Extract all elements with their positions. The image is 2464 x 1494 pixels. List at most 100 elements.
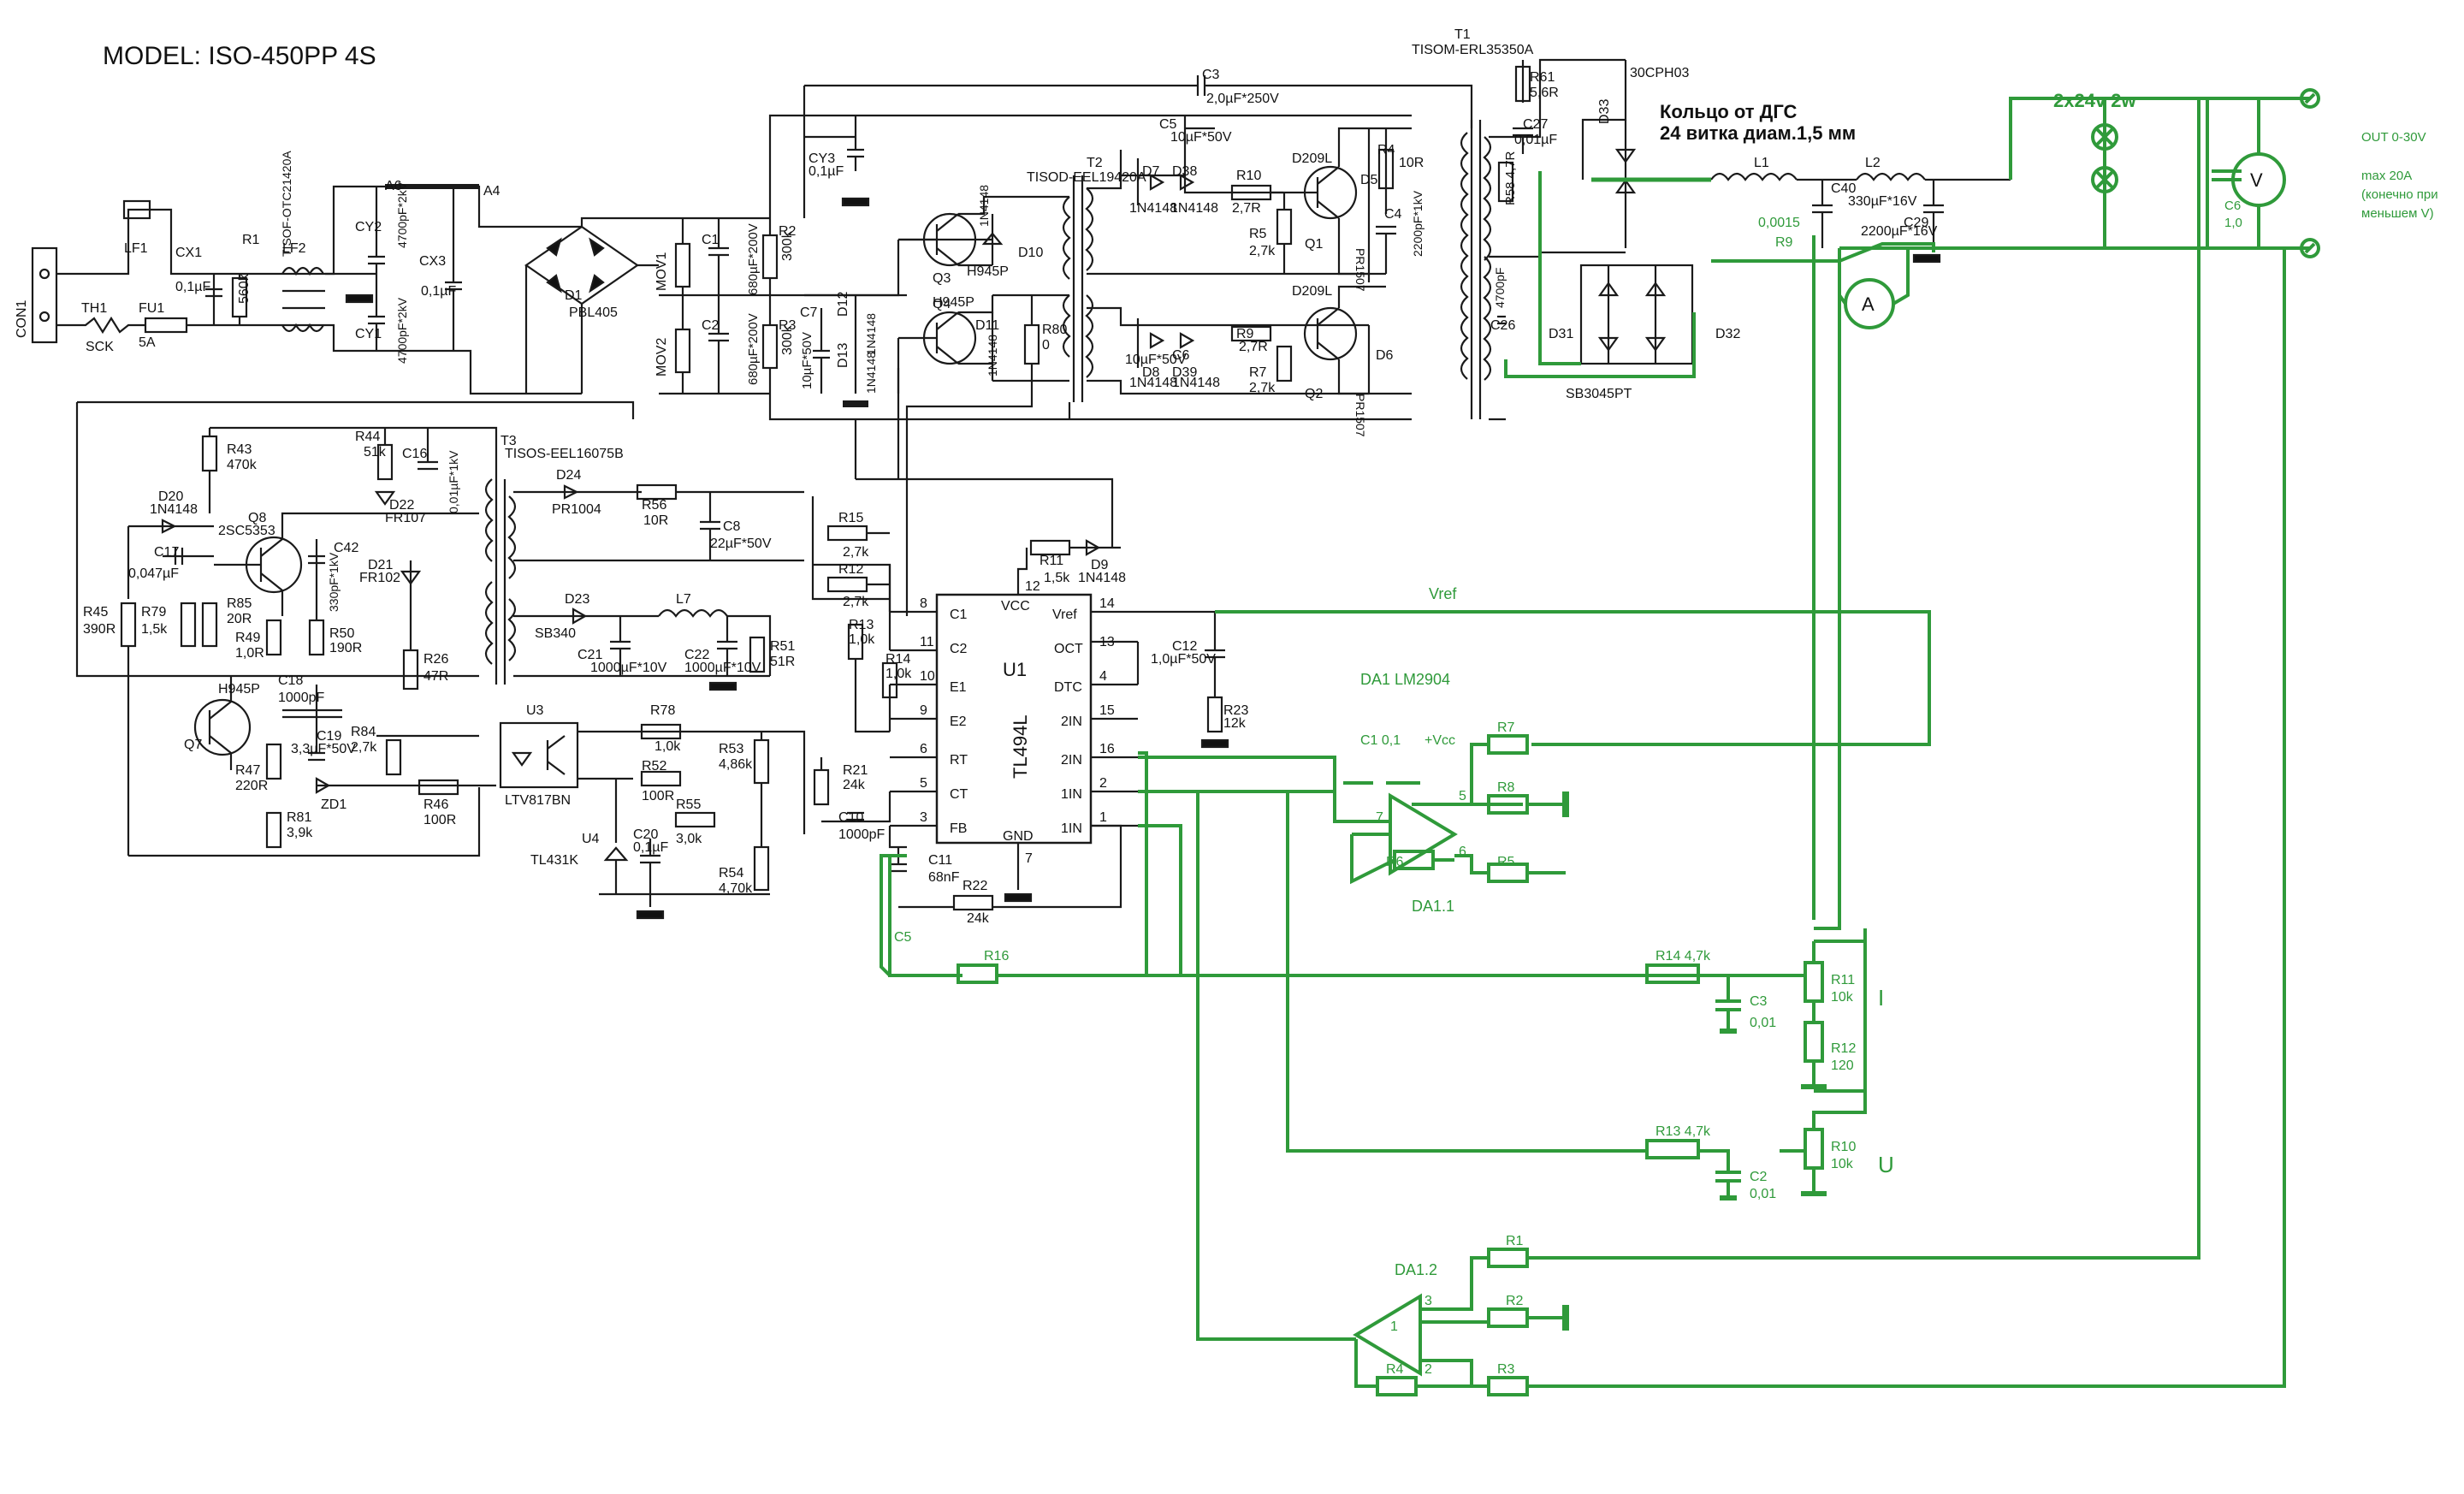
label-c18v: 1000pF [278, 691, 324, 705]
pin-p16: 16 [1099, 742, 1115, 756]
u-label: U [1878, 1152, 1894, 1177]
label-r7bv: 2,7k [1249, 381, 1276, 395]
label-d209l2: D209L [1292, 284, 1332, 299]
label-t3v: TISOS-EEL16075B [505, 447, 624, 461]
voltmeter-label: V [2250, 169, 2263, 191]
label-r11v: 1,5k [1044, 571, 1070, 585]
label-r84v: 2,7k [351, 740, 377, 755]
label-r14: R14 [886, 652, 910, 667]
pin-p14: 14 [1099, 596, 1115, 611]
label-c5: C5 [1159, 117, 1177, 132]
label-c19: C19 [317, 729, 341, 744]
label-r61v: 5,6R [1530, 86, 1559, 100]
label-r61: R61 [1530, 70, 1555, 85]
label-cy1: CY1 [355, 327, 382, 341]
label-t3: T3 [500, 434, 517, 448]
label-c12: C12 [1172, 639, 1197, 654]
label-q2: Q2 [1305, 387, 1323, 401]
label-r45: R45 [83, 605, 108, 620]
label-r54v: 4,70k [719, 881, 753, 896]
label-pr1507b: PR1507 [1353, 394, 1367, 437]
pin-oct: OCT [1054, 642, 1083, 656]
out-note: OUT 0-30V [2361, 130, 2426, 145]
label-r53v: 4,86k [719, 757, 753, 772]
label-r43v: 470k [227, 458, 258, 472]
label-r4v: 10R [1399, 156, 1424, 170]
label-r15: R15 [838, 511, 863, 525]
label-c26: C26 [1490, 318, 1515, 333]
pin-p11: 11 [920, 635, 934, 649]
pin-e1: E1 [950, 680, 967, 695]
green-label-p3b: 3 [1424, 1294, 1432, 1308]
label-c1v: 680µF*200V [746, 223, 761, 295]
label-d33: D33 [1597, 99, 1612, 124]
label-r43: R43 [227, 442, 252, 457]
label-c10v: 1000pF [838, 827, 885, 842]
label-r1v: 560k [237, 273, 252, 304]
label-r54: R54 [719, 866, 743, 880]
label-d39: D39 [1172, 365, 1197, 380]
label-pr1507: PR1507 [1353, 248, 1367, 292]
label-d32: D32 [1715, 327, 1740, 341]
label-d39v: 1N4148 [1172, 376, 1220, 390]
label-r80: R80 [1042, 323, 1067, 337]
label-r51v: 51R [770, 655, 795, 669]
label-q1: Q1 [1305, 237, 1323, 252]
label-c40v: 330µF*16V [1848, 194, 1917, 209]
label-r22v: 24k [967, 911, 990, 926]
pin-gnd: GND [1003, 829, 1034, 844]
label-r84: R84 [351, 725, 376, 739]
label-c10: C10 [838, 810, 863, 825]
r9-value: 0,0015 [1758, 216, 1800, 230]
label-r79: R79 [141, 605, 166, 620]
pin-p5: 5 [920, 776, 927, 791]
label-r1: R1 [242, 233, 260, 247]
label-r11: R11 [1040, 554, 1063, 568]
label-c6b: C6 [1172, 348, 1190, 363]
pin-p15: 15 [1099, 703, 1115, 718]
green-label-gr13: R13 4,7k [1656, 1124, 1711, 1139]
label-sb3045pt: SB3045PT [1566, 387, 1632, 401]
label-c40: C40 [1831, 181, 1856, 196]
label-d22: D22 [389, 498, 414, 513]
label-tl431k: TL431K [530, 853, 578, 868]
green-label-gr3: R3 [1497, 1362, 1515, 1377]
label-a4: A4 [483, 184, 500, 199]
label-r26: R26 [424, 652, 448, 667]
label-r85: R85 [227, 596, 252, 611]
label-cy2v: 4700pF*2kV [395, 181, 409, 248]
label-c20: C20 [633, 827, 658, 842]
label-c7v: 10µF*50V [800, 332, 814, 389]
label-r80v: 0 [1042, 338, 1050, 353]
model-title: MODEL: ISO-450PP 4S [103, 42, 376, 70]
pin-in1m: 1IN [1061, 821, 1082, 836]
label-r44: R44 [355, 430, 380, 444]
label-r22: R22 [962, 879, 987, 893]
pin-e2: E2 [950, 714, 967, 729]
green-label-gr12: R12 [1831, 1041, 1856, 1056]
label-l1: L1 [1754, 156, 1769, 170]
label-u3: U3 [526, 703, 544, 718]
label-r52: R52 [642, 759, 666, 774]
da12-label: DA1.2 [1395, 1261, 1437, 1278]
label-d11: D11 [975, 318, 999, 333]
label-d11v: 1N4148 [986, 335, 999, 376]
pin-p4: 4 [1099, 669, 1107, 684]
label-r52v: 100R [642, 789, 674, 803]
pin-c2: C2 [950, 642, 968, 656]
pin-p10: 10 [920, 669, 935, 684]
label-cx3v: 0,1µF [421, 284, 456, 299]
label-2sc5353: 2SC5353 [218, 524, 275, 538]
label-c3v: 2,0µF*250V [1206, 92, 1279, 106]
label-fu1: FU1 [139, 301, 164, 316]
label-q4: Q4 [933, 297, 951, 311]
label-d9v: 1N4148 [1078, 571, 1126, 585]
label-d13: D13 [836, 343, 850, 368]
label-q8: Q8 [248, 511, 266, 525]
label-t1v: TISOM-ERL35350A [1412, 43, 1534, 57]
label-d8v: 1N4148 [1129, 376, 1177, 390]
label-r23: R23 [1223, 703, 1248, 718]
label-c22: C22 [684, 648, 709, 662]
label-c26v: 4700pF [1493, 268, 1507, 308]
